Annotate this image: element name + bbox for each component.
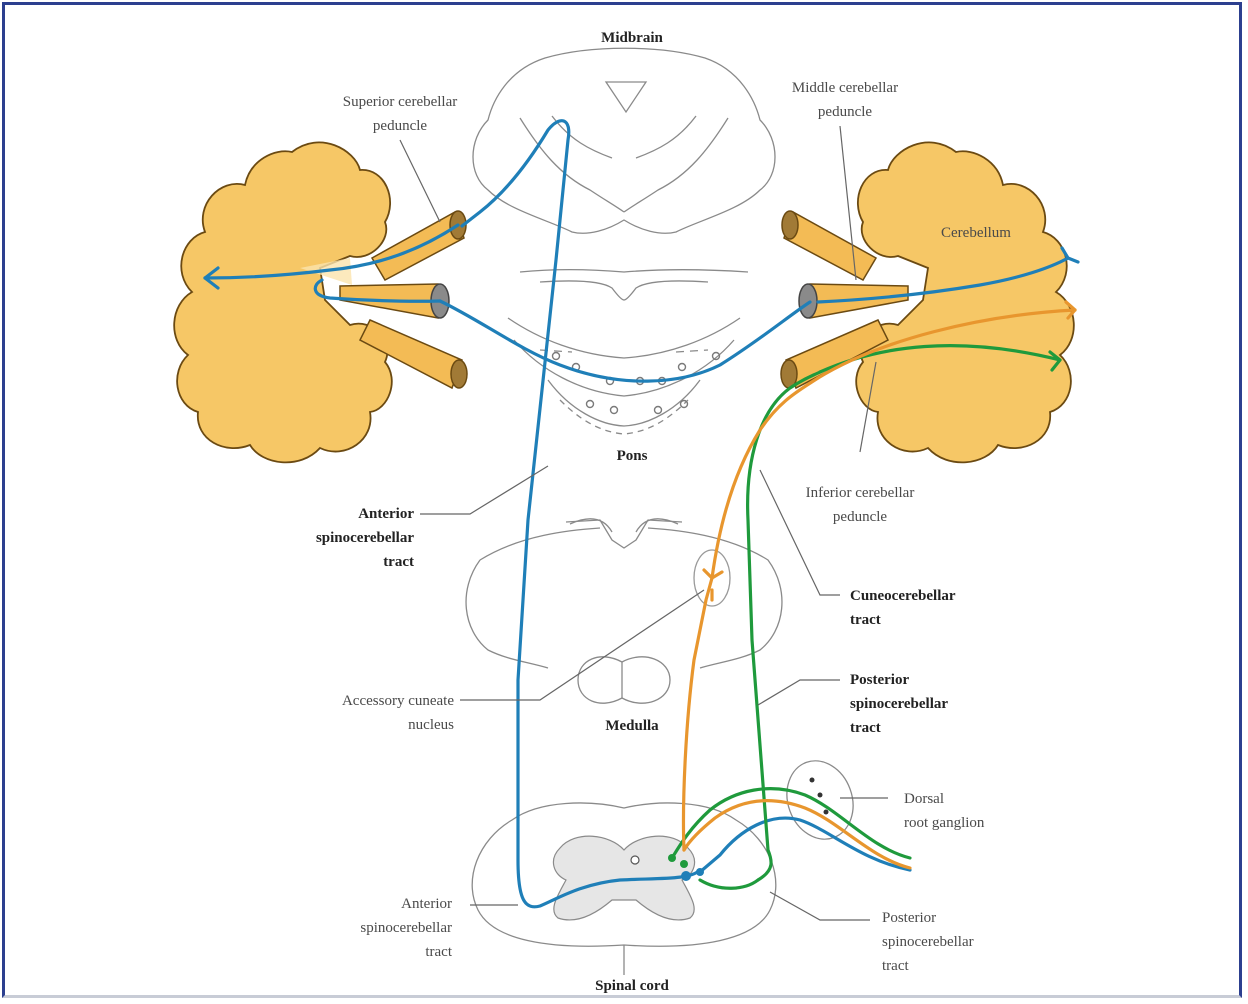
accessory-cuneate-label-1: Accessory cuneate bbox=[342, 693, 454, 709]
posterior-tract-right-label-3: tract bbox=[850, 720, 881, 736]
inferior-peduncle-label-2: peduncle bbox=[833, 509, 887, 525]
spinal-cord-label: Spinal cord bbox=[595, 978, 669, 994]
medulla-section bbox=[466, 519, 782, 703]
superior-peduncle-label-1: Superior cerebellar bbox=[343, 94, 458, 110]
midbrain-section bbox=[473, 48, 775, 233]
middle-peduncle-label-2: peduncle bbox=[818, 104, 872, 120]
pons-section bbox=[508, 270, 748, 434]
posterior-tract-right-label-1: Posterior bbox=[850, 672, 909, 688]
cuneocerebellar-label-2: tract bbox=[850, 612, 881, 628]
dorsal-root-label-2: root ganglion bbox=[904, 815, 985, 831]
posterior-tract-right-label-2: spinocerebellar bbox=[850, 696, 948, 712]
medulla-label: Medulla bbox=[605, 718, 659, 734]
spinal-cord-section bbox=[472, 751, 864, 975]
posterior-tract-bottom-label-2: spinocerebellar bbox=[882, 934, 974, 950]
anterior-tract-top-label-2: spinocerebellar bbox=[316, 530, 414, 546]
anterior-tract-bottom-label-1: Anterior bbox=[401, 896, 452, 912]
cuneocerebellar-label-1: Cuneocerebellar bbox=[850, 588, 956, 604]
middle-peduncle-label-1: Middle cerebellar bbox=[792, 80, 898, 96]
pons-label: Pons bbox=[617, 448, 648, 464]
anterior-tract-top-label-1: Anterior bbox=[358, 506, 414, 522]
posterior-tract-bottom-label-1: Posterior bbox=[882, 910, 936, 926]
dorsal-root-label-1: Dorsal bbox=[904, 791, 944, 807]
anterior-tract-bottom-label-3: tract bbox=[425, 944, 452, 960]
posterior-tract-bottom-label-3: tract bbox=[882, 958, 909, 974]
cerebellum-label: Cerebellum bbox=[941, 225, 1011, 241]
inferior-peduncle-label-1: Inferior cerebellar bbox=[806, 485, 915, 501]
superior-peduncle-label-2: peduncle bbox=[373, 118, 427, 134]
anterior-tract-top-label-3: tract bbox=[383, 554, 414, 570]
midbrain-label: Midbrain bbox=[601, 30, 663, 46]
anterior-tract-bottom-label-2: spinocerebellar bbox=[360, 920, 452, 936]
accessory-cuneate-label-2: nucleus bbox=[408, 717, 454, 733]
